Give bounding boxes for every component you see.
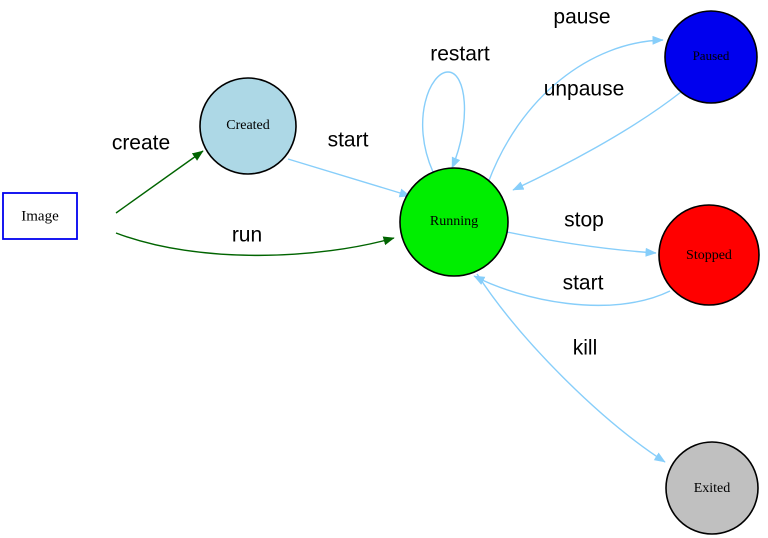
edge-start-stopped[interactable]: start <box>473 272 671 307</box>
edge-run-path <box>115 232 395 257</box>
edge-label-start-created: start <box>328 129 369 152</box>
node-running-shape <box>399 167 509 277</box>
edge-pause-path <box>487 35 664 184</box>
node-image[interactable]: Image <box>2 192 78 240</box>
edge-run[interactable]: run <box>115 224 395 257</box>
edges-layer: create run start restart pause unpause <box>112 6 682 463</box>
edge-kill[interactable]: kill <box>476 273 666 463</box>
node-exited-shape <box>665 441 759 535</box>
edge-label-unpause: unpause <box>544 78 625 101</box>
edge-label-create: create <box>112 132 170 155</box>
edge-create[interactable]: create <box>112 132 204 214</box>
edge-unpause-path <box>512 91 682 191</box>
nodes-layer: Image Created Running Paused Stopped Exi <box>2 10 760 535</box>
edge-label-kill: kill <box>573 337 598 360</box>
edge-label-restart: restart <box>430 43 490 66</box>
node-exited[interactable]: Exited <box>665 441 759 535</box>
node-image-label: Image <box>21 208 59 224</box>
node-stopped-label: Stopped <box>686 248 732 263</box>
edge-restart[interactable]: restart <box>421 43 490 173</box>
edge-label-stop: stop <box>564 209 604 232</box>
node-stopped[interactable]: Stopped <box>658 204 760 306</box>
edge-restart-path <box>421 71 466 173</box>
node-image-shape <box>2 192 78 240</box>
edge-label-run: run <box>232 224 262 247</box>
edge-unpause[interactable]: unpause <box>512 78 682 191</box>
edge-label-pause: pause <box>553 6 610 29</box>
edge-stop[interactable]: stop <box>506 209 657 257</box>
node-running-label: Running <box>430 214 478 229</box>
edge-stop-path <box>506 231 657 257</box>
edge-pause[interactable]: pause <box>487 6 664 184</box>
edge-start-created-path <box>287 158 411 198</box>
node-created-label: Created <box>226 118 270 133</box>
node-created-shape <box>199 77 297 175</box>
node-stopped-shape <box>658 204 760 306</box>
node-running[interactable]: Running <box>399 167 509 277</box>
node-paused-shape <box>664 10 758 104</box>
node-exited-label: Exited <box>694 481 731 496</box>
node-paused-label: Paused <box>693 48 730 63</box>
edge-create-path <box>115 150 204 214</box>
edge-start-created[interactable]: start <box>287 129 411 198</box>
node-created[interactable]: Created <box>199 77 297 175</box>
edge-start-stopped-path <box>473 275 671 307</box>
edge-label-start-stopped: start <box>563 272 604 295</box>
node-paused[interactable]: Paused <box>664 10 758 104</box>
edge-kill-path <box>476 273 666 463</box>
